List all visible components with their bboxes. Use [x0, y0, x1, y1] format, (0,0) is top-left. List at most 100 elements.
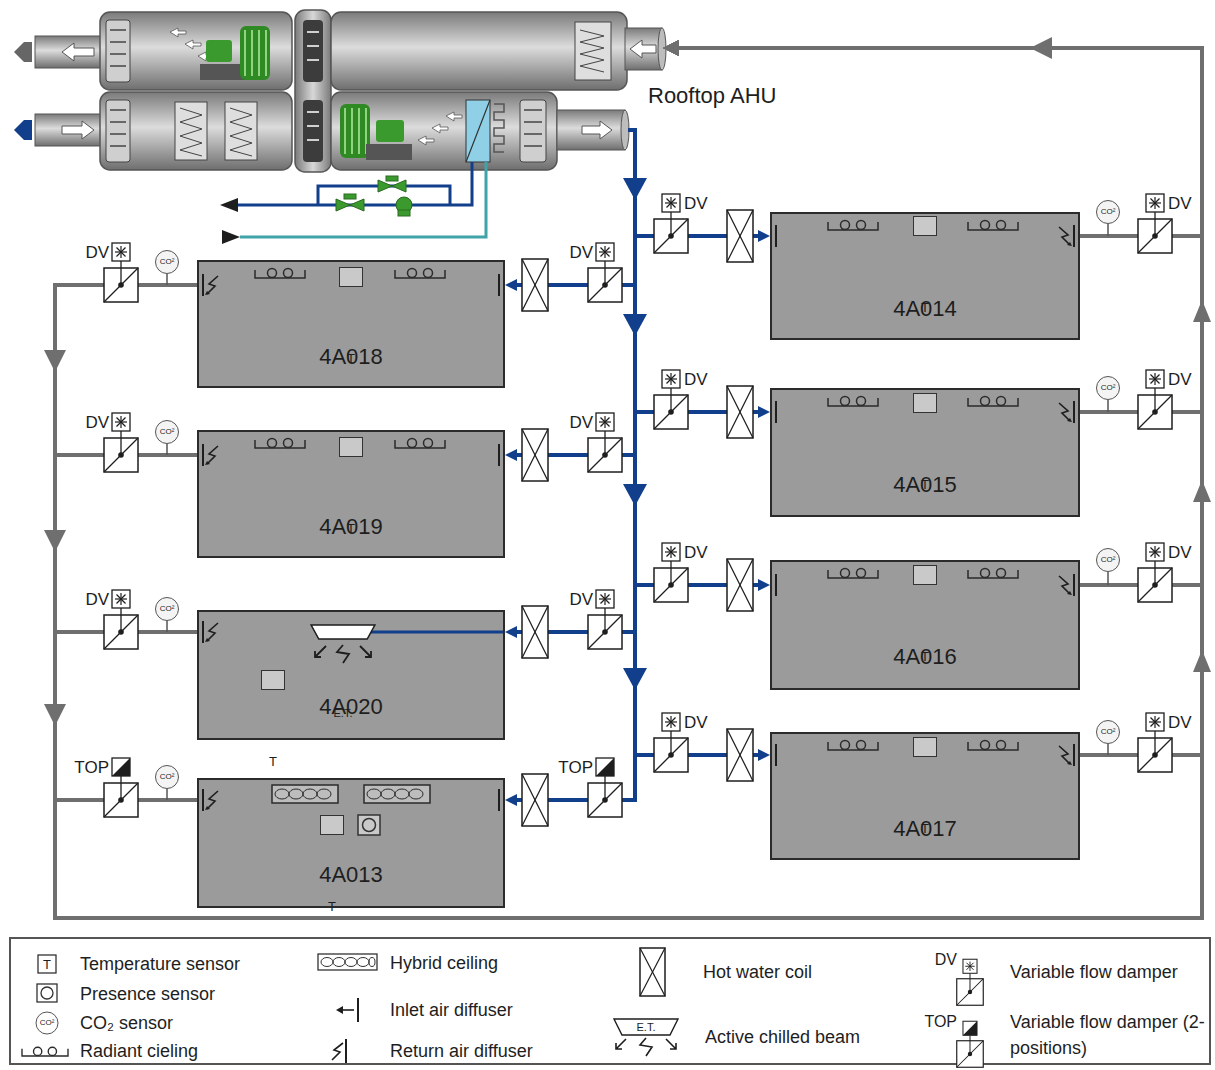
air-handling-unit: [376, 120, 404, 142]
sensor-label: T: [914, 301, 936, 314]
air-handling-unit: [110, 41, 126, 43]
return-duct: [673, 48, 1202, 236]
air-handling-unit: [344, 108, 346, 154]
room-box: 4A016T: [770, 560, 1080, 690]
legend-symbols: [640, 948, 665, 996]
return-duct: [673, 48, 1202, 585]
legend-symbols: [336, 1006, 343, 1014]
air-handling-unit: [418, 136, 434, 145]
air-handling-unit: [110, 29, 126, 31]
air-handling-unit: [230, 108, 252, 156]
air-handling-unit: [466, 100, 490, 162]
variable-flow-damper: [588, 590, 622, 649]
air-handling-unit: [35, 36, 101, 68]
supply-duct: [513, 172, 635, 632]
hybrid-ceiling: [381, 789, 395, 799]
hybrid-ceiling: [367, 789, 381, 799]
return-air-diffuser: [203, 444, 218, 466]
room-fill: [197, 778, 505, 908]
hybrid-ceiling: [289, 789, 303, 799]
sensor-label: T: [914, 650, 936, 663]
air-handling-unit: [106, 20, 130, 82]
co2-sensor-stem: [1107, 572, 1109, 585]
hybrid-ceiling: [275, 789, 289, 799]
sensor-label: CO²: [1101, 728, 1116, 736]
air-handling-unit: [251, 30, 253, 76]
legend-symbols: [22, 1049, 68, 1056]
hybrid-ceiling: [409, 789, 423, 799]
air-handling-unit: [200, 64, 246, 80]
legend-symbols: [37, 984, 57, 1002]
room-box: 4A015T: [770, 388, 1080, 517]
room-label: 4A013: [199, 864, 503, 886]
hot-water-pipes: [386, 176, 398, 181]
legend-symbols: [22, 948, 983, 1067]
legend-symbols: [318, 954, 377, 970]
damper-label: DV: [569, 244, 593, 261]
air-handling-unit: [100, 12, 292, 90]
return-air-diffuser: [1059, 401, 1074, 423]
air-handling-unit: [351, 108, 353, 154]
air-handling-unit: [524, 133, 542, 135]
air-handling-unit: [331, 92, 557, 170]
variable-flow-damper: [104, 413, 138, 472]
room-fill: [197, 610, 505, 740]
damper-label: DV: [684, 714, 708, 731]
hybrid-ceiling: [395, 789, 409, 799]
flow-arrow: [44, 530, 66, 552]
supply-duct: [635, 172, 762, 585]
room-fill: [770, 212, 1080, 340]
legend-symbols: [345, 958, 357, 967]
presence-sensor: [363, 819, 376, 832]
legend-text: Active chilled beam: [705, 1024, 860, 1050]
return-duct: [55, 48, 1202, 918]
air-handling-unit: [557, 110, 625, 150]
air-handling-unit: [307, 31, 319, 33]
air-handling-unit: [244, 30, 246, 76]
inlet-air-diffuser: [499, 274, 500, 296]
hybrid-ceiling: [272, 785, 338, 803]
flow-arrow: [44, 37, 1211, 726]
hybrid-ceiling: [303, 789, 317, 799]
temperature-sensor: T: [913, 737, 937, 757]
legend-symbols: [357, 958, 369, 967]
hot-water-pipes: [378, 180, 392, 192]
legend-symbols: [640, 948, 665, 996]
air-handling-unit: [307, 45, 319, 47]
sensor-label: T: [262, 755, 284, 768]
hot-water-coil: [522, 774, 548, 826]
room-box: 4A020E.T.T: [197, 610, 505, 740]
air-handling-unit: [432, 124, 448, 133]
hot-water-pipes: [398, 210, 410, 216]
chilled-beam-feed: [360, 646, 371, 657]
radiant-ceiling: [968, 221, 1018, 231]
room-fill: [770, 388, 1080, 517]
air-handling-unit: [258, 30, 260, 76]
legend-symbols: [36, 1012, 58, 1034]
temperature-sensor: T: [913, 216, 937, 236]
hot-water-coil: [522, 606, 548, 658]
return-air-diffuser: [203, 789, 218, 811]
hot-water-coil: [727, 559, 753, 611]
legend-symbol-label: E.T.: [637, 1022, 656, 1033]
co2-sensor: CO²: [1096, 720, 1120, 744]
temperature-sensor: T: [913, 393, 937, 413]
legend-text: Return air diffuser: [390, 1038, 533, 1064]
return-air-diffuser: [1059, 574, 1074, 596]
hot-water-pipes: [222, 230, 240, 244]
legend-symbols: [22, 1047, 68, 1056]
room-box: 4A017T: [770, 732, 1080, 860]
air-handling-unit: [170, 28, 186, 37]
variable-flow-damper: [654, 370, 688, 429]
radiant-ceiling: [828, 741, 878, 751]
variable-flow-damper: [588, 243, 622, 302]
temperature-sensor: T: [339, 437, 363, 457]
air-handling-unit: [185, 40, 201, 49]
hot-water-pipes: [336, 176, 412, 216]
co2-sensor: CO²: [1096, 200, 1120, 224]
flow-arrow: [44, 350, 66, 372]
hot-water-pipes: [220, 162, 486, 244]
two-position-damper: [104, 758, 622, 817]
air-handling-unit: [110, 145, 126, 147]
return-duct: [55, 48, 1202, 918]
